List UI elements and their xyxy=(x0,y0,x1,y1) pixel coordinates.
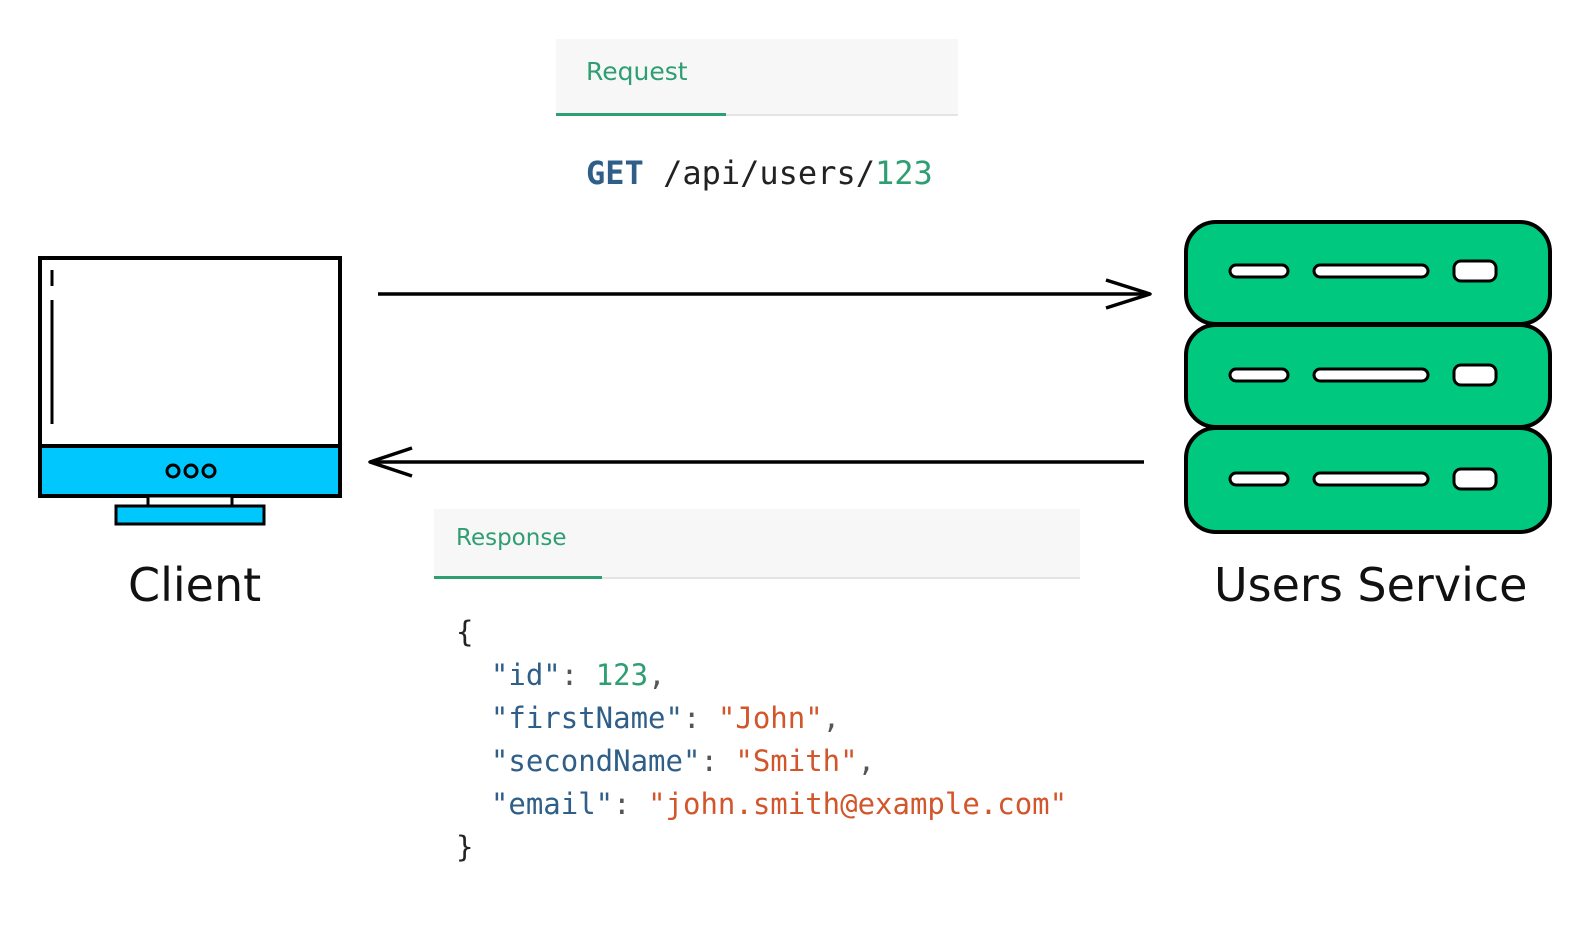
tab-request[interactable]: Request xyxy=(556,39,726,116)
json-line: "firstName": "John", xyxy=(490,701,841,735)
json-value: "John" xyxy=(717,701,823,735)
response-panel: Response { "id": 123, "firstName": "John… xyxy=(434,509,1080,869)
client-label: Client xyxy=(128,558,262,612)
server-rack-icon xyxy=(1184,220,1552,534)
monitor-icon xyxy=(38,256,342,526)
json-line: "email": "john.smith@example.com" xyxy=(490,787,1068,821)
server-unit-icon xyxy=(1184,426,1552,534)
request-panel: Request GET /api/users/123 xyxy=(556,39,958,209)
response-arrow xyxy=(368,446,1144,478)
response-json: { "id": 123, "firstName": "John", "secon… xyxy=(456,611,1067,869)
request-line: GET /api/users/123 xyxy=(586,154,933,192)
request-user-id: 123 xyxy=(874,154,933,192)
json-close-brace: } xyxy=(456,830,474,864)
json-line: "secondName": "Smith", xyxy=(490,744,876,778)
json-key: "email" xyxy=(490,787,614,821)
tab-response[interactable]: Response xyxy=(434,509,602,579)
server-unit-icon xyxy=(1184,323,1552,429)
json-value: 123 xyxy=(595,658,649,692)
json-line: "id": 123, xyxy=(490,658,666,692)
response-tab-label: Response xyxy=(456,525,567,551)
request-path: /api/users/ xyxy=(663,154,875,192)
json-value: "john.smith@example.com" xyxy=(648,787,1068,821)
request-arrow xyxy=(378,278,1152,310)
server-label: Users Service xyxy=(1214,558,1528,612)
server-unit-icon xyxy=(1184,220,1552,326)
json-value: "Smith" xyxy=(735,744,858,778)
json-open-brace: { xyxy=(456,615,474,649)
response-tab-bar xyxy=(434,509,1080,579)
json-key: "id" xyxy=(490,658,561,692)
request-tab-bar xyxy=(556,39,958,116)
json-key: "firstName" xyxy=(490,701,683,735)
json-key: "secondName" xyxy=(490,744,701,778)
http-method: GET xyxy=(586,154,644,192)
request-tab-label: Request xyxy=(586,57,688,86)
